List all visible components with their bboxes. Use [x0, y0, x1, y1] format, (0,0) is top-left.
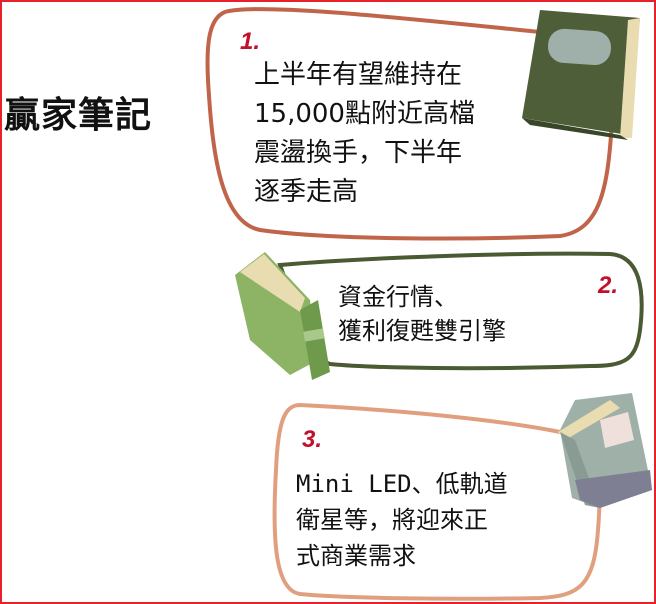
standing-book-icon — [558, 393, 652, 508]
note-1-text: 上半年有望維持在 15,000點附近高檔 震盪換手，下半年 逐季走高 — [254, 60, 475, 207]
note-3-number: 3. — [302, 426, 323, 453]
open-book-icon — [235, 252, 330, 380]
note-1-number: 1. — [240, 28, 261, 55]
note-2-number: 2. — [598, 272, 619, 299]
note-2-bubble — [277, 251, 644, 371]
page-title: 贏家筆記 — [4, 95, 153, 136]
note-2-text: 資金行情、 獲利復甦雙引擎 — [338, 283, 506, 345]
note-3-bubble — [272, 402, 602, 601]
note-1-bubble — [205, 7, 615, 241]
closed-book-icon — [522, 10, 640, 140]
note-3-text: Mini LED、低軌道 衛星等，將迎來正 式商業需求 — [296, 470, 508, 570]
